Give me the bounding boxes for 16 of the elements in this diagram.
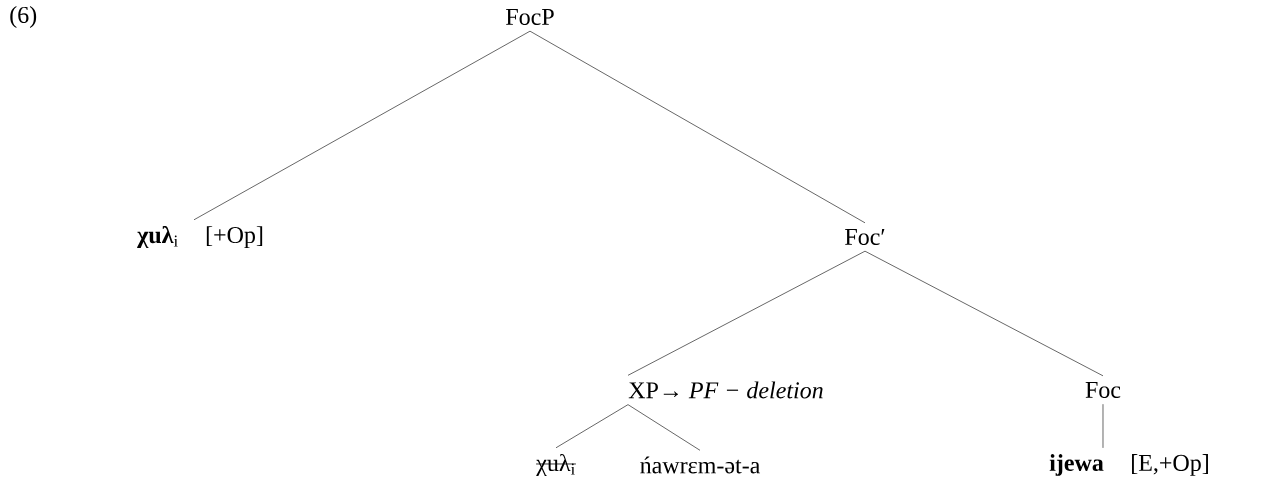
tree-label: XP→ PF − deletion (628, 381, 823, 399)
tree-label: FocP (506, 9, 554, 25)
tree-leaf: χuλ$_{i}$ [+Op] (137, 226, 263, 248)
struck-word: χuλ$_{i}$ (535, 454, 577, 476)
tree-branch (529, 30, 866, 224)
tree-branch (1102, 403, 1104, 449)
tree-label: Foc (1085, 382, 1121, 398)
tree-leaf: ńawrɛm-ət-a (640, 456, 760, 474)
example-number: (6) (10, 6, 37, 28)
tree-label: Foc′ (845, 229, 885, 245)
tree-branch (627, 250, 866, 376)
tree-leaf: ijewa [E,+Op] (1049, 454, 1208, 476)
tree-branch (864, 250, 1104, 377)
tree-branch (193, 30, 531, 221)
tree-branch (627, 404, 701, 451)
tree-branch (555, 404, 629, 449)
